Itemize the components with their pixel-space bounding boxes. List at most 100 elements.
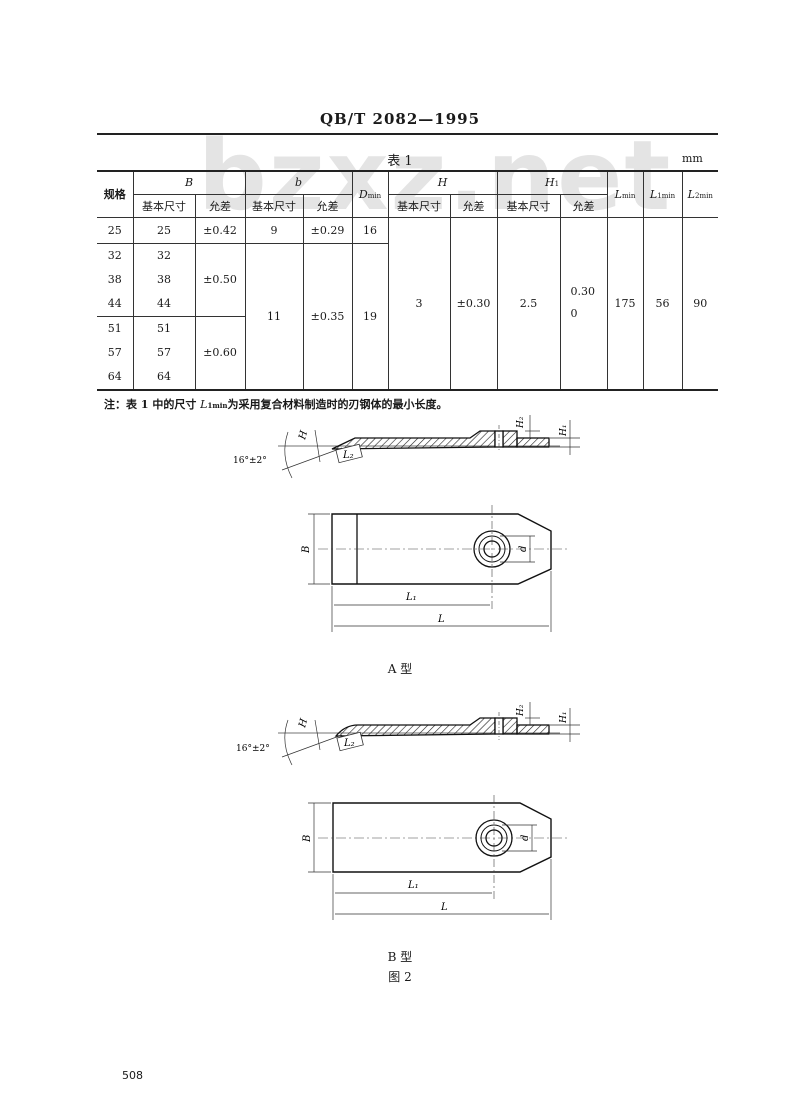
b-tol-header: 允差: [302, 193, 353, 218]
L2-min-cell: 90: [681, 216, 718, 390]
angle-label: 16°±2°: [233, 456, 267, 466]
dim-B-label: B: [301, 546, 312, 554]
L-min-cell: 175: [606, 216, 644, 390]
subscript: 1min: [657, 191, 676, 200]
table-row: 51 57 64 51 57 64 ±0.60: [97, 315, 718, 390]
H1-tol-cell: 0.30 0: [559, 216, 608, 390]
spec-value: 38: [107, 272, 122, 286]
L1-min-cell: 56: [642, 216, 683, 390]
spec-value: 51: [107, 321, 122, 335]
b-basic-cell: 9: [244, 216, 304, 244]
col-L1-min: L1min: [642, 170, 683, 218]
H1-tol-header: 允差: [559, 193, 607, 218]
symbol: D: [358, 187, 368, 201]
dim-L1-label: L₁: [405, 592, 417, 603]
B-basic-value: 51: [157, 321, 171, 335]
H-basic-header: 基本尺寸: [387, 193, 451, 218]
type-b-side-view: L₂ H 16°±2° H₂ H₁: [236, 702, 580, 766]
B-basic-value: 32: [157, 248, 171, 262]
standard-number: QB/T 2082—1995: [319, 110, 481, 128]
b-tol-cell: ±0.29: [302, 216, 353, 244]
spec-value: 32: [107, 248, 122, 262]
header-row-1: 规格 B b Dmin H H1 Lmin L1min L2min: [97, 170, 718, 218]
dim-H2-label: H₂: [516, 416, 526, 429]
D-min-merged: 19: [351, 242, 388, 390]
subscript: min: [367, 191, 382, 200]
B-basic-group-1: 32 38 44: [132, 242, 196, 317]
dim-L-label: L: [437, 614, 445, 625]
H1-tol-line1: 0.30: [570, 285, 596, 298]
dim-B-label: B: [302, 835, 313, 843]
figure-caption: 图 2: [388, 970, 412, 984]
H1-basic-header: 基本尺寸: [496, 193, 561, 218]
col-H1: H1: [496, 170, 608, 195]
subscript: 2min: [694, 191, 713, 200]
B-basic-value: 38: [157, 272, 171, 286]
type-a-side-view: L₂ H 16°±2° H₂ H₁: [233, 415, 580, 479]
subscript: min: [621, 191, 636, 200]
H-basic-cell: 3: [387, 216, 451, 390]
B-tol-header: 允差: [194, 193, 246, 218]
subscript: 1: [554, 180, 560, 189]
symbol: H: [544, 176, 555, 190]
header-row-2: 基本尺寸 允差 基本尺寸 允差 基本尺寸 允差 基本尺寸 允差: [97, 193, 718, 218]
symbol: L: [614, 187, 622, 201]
header-rule: [97, 133, 718, 135]
H-tol-header: 允差: [449, 193, 498, 218]
H-tol-cell: ±0.30: [449, 216, 498, 390]
col-H: H: [387, 170, 498, 195]
B-tol-group-1: ±0.50: [194, 242, 246, 317]
note-subscript: 1min: [207, 401, 228, 410]
dim-H-label: H: [297, 429, 310, 442]
dim-L-label: L: [440, 902, 448, 913]
symbol: L: [649, 187, 658, 201]
type-a-plan-view: B d L₁ L: [301, 505, 568, 632]
type-a-label: A 型: [387, 662, 413, 676]
page-number: 508: [122, 1069, 143, 1082]
note-suffix: 为采用复合材料制造时的刃钢体的最小长度。: [227, 398, 448, 411]
H1-tol-line2: 0: [570, 307, 578, 320]
spec-group-1: 32 38 44: [97, 242, 134, 317]
B-basic-value: 57: [157, 345, 171, 359]
angle-label: 16°±2°: [236, 744, 270, 754]
spec-table: 规格 B b Dmin H H1 Lmin L1min L2min 基本尺寸 允…: [97, 170, 718, 391]
dim-H2-label: H₂: [516, 704, 526, 717]
B-basic-group-2: 51 57 64: [132, 315, 196, 390]
dim-H1-label: H₁: [559, 425, 569, 437]
col-B: B: [132, 170, 246, 195]
B-basic-header: 基本尺寸: [133, 193, 196, 218]
dim-H1-label: H₁: [559, 712, 569, 724]
table-unit: mm: [682, 152, 703, 165]
spec-group-2: 51 57 64: [97, 315, 134, 390]
spec-value: 57: [107, 345, 122, 359]
spec-cell: 25: [97, 216, 134, 244]
dim-d-label: d: [518, 546, 529, 552]
B-basic-cell: 25: [132, 216, 196, 244]
b-basic-header: 基本尺寸: [244, 193, 304, 218]
type-b-plan-view: B d L₁ L: [302, 795, 568, 920]
dim-H-label: H: [297, 717, 310, 730]
col-L-min: Lmin: [606, 170, 644, 218]
B-basic-value: 64: [157, 369, 171, 383]
col-spec: 规格: [97, 170, 134, 218]
H1-basic-cell: 2.5: [496, 216, 561, 390]
B-basic-value: 44: [157, 296, 171, 310]
type-b-label: B 型: [387, 950, 413, 964]
col-D-min: Dmin: [351, 170, 389, 218]
table-note: 注：表 1 中的尺寸 L1min为采用复合材料制造时的刃钢体的最小长度。: [104, 396, 448, 412]
B-tol-group-2: ±0.60: [194, 315, 245, 390]
note-prefix: 注：表 1 中的尺寸: [104, 398, 201, 411]
dim-L1-label: L₁: [407, 880, 419, 891]
table-caption: 表 1: [387, 154, 413, 169]
col-b: b: [244, 170, 353, 195]
spec-value: 64: [107, 369, 122, 383]
spec-value: 44: [107, 296, 122, 310]
col-L2-min: L2min: [681, 170, 718, 218]
b-basic-merged: 11: [244, 242, 304, 390]
dim-L2-label: L₂: [343, 738, 355, 749]
D-min-cell: 16: [351, 216, 389, 244]
symbol: L: [687, 187, 695, 201]
